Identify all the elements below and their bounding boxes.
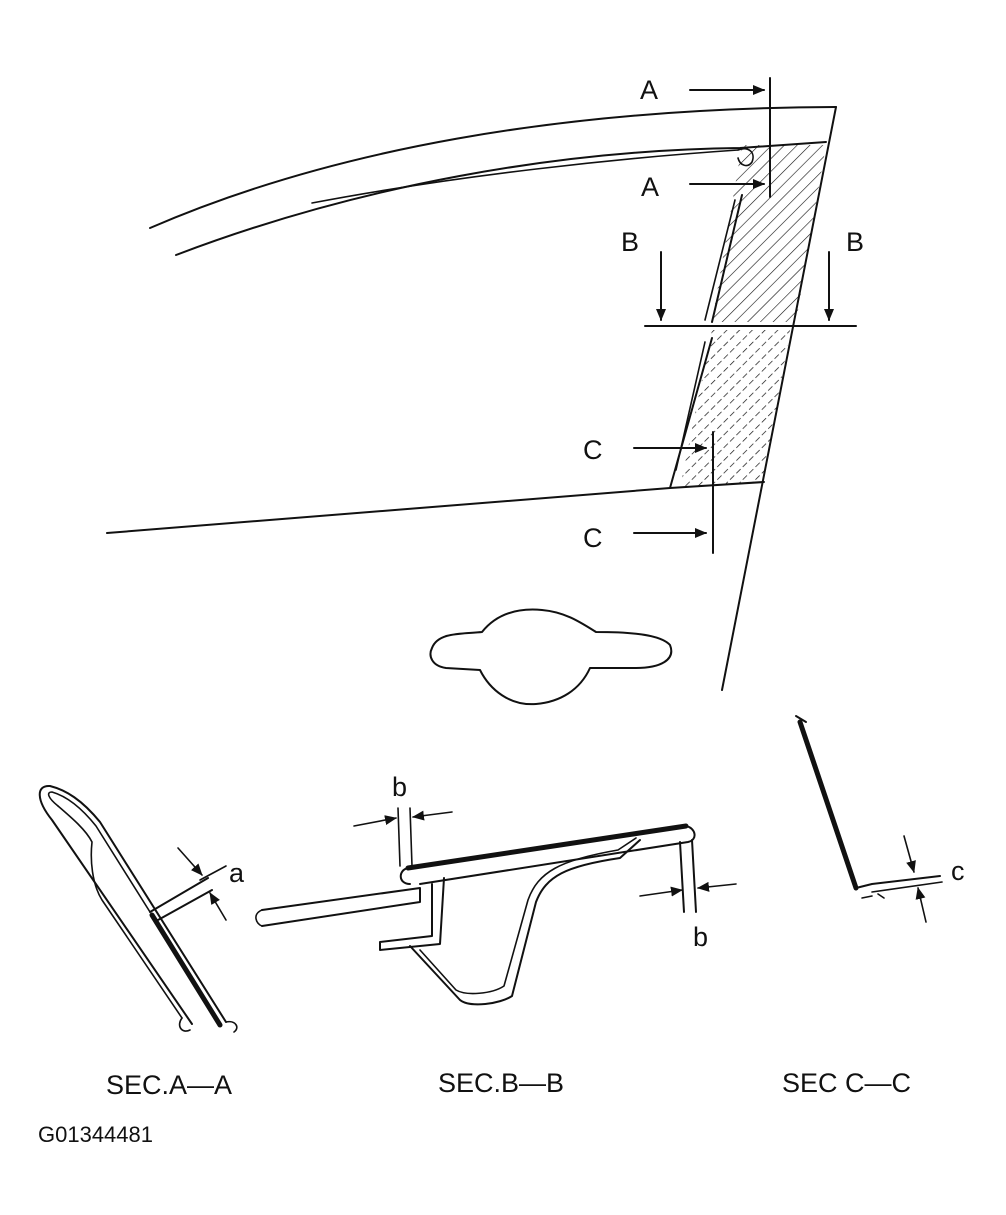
door-rear-edge — [721, 106, 837, 691]
sec-a-bottom-curl-right — [225, 1020, 238, 1033]
sec-a-frame-outer — [38, 784, 227, 1025]
section-c-lower-label: C — [583, 523, 603, 553]
section-c-upper-label: C — [583, 435, 603, 465]
caption-sec-a-a: SEC.A—A — [106, 1070, 232, 1100]
sec-c-panel-tip — [795, 715, 807, 723]
window-frame-outer-line — [149, 106, 837, 229]
sec-b-left-break — [255, 909, 263, 927]
dimension-b-left-arrow-2 — [412, 810, 453, 821]
dimension-c-arrow-top — [903, 835, 916, 873]
dimension-c-extension — [871, 881, 943, 893]
sec-a-frame-return — [47, 791, 151, 913]
dimension-b-right-arrow-1 — [639, 886, 683, 897]
dimension-a-arrow-bottom — [209, 892, 227, 921]
dimension-b-right-arrow-2 — [697, 881, 737, 892]
section-b-right-label: B — [846, 227, 864, 257]
dimension-b-left-ext-1 — [397, 807, 401, 867]
sec-a-frame-inner — [57, 805, 183, 1019]
sec-b-moulding-end-right — [419, 825, 696, 885]
sec-b-right-leg — [679, 839, 697, 913]
dimension-c-label: c — [951, 856, 965, 886]
caption-sec-c-c: SEC C—C — [782, 1068, 911, 1098]
section-a-a-detail: a — [38, 784, 245, 1033]
sec-b-vertical-web — [379, 877, 445, 951]
caption-sec-b-b: SEC.B—B — [438, 1068, 564, 1098]
dimension-b-right-label: b — [693, 922, 708, 952]
sec-b-channel — [409, 839, 641, 1006]
dimension-a-label: a — [229, 858, 245, 888]
dimension-b-left-ext-2 — [409, 807, 413, 867]
section-c-c-detail: c — [795, 715, 965, 923]
dimension-b-left-label: b — [392, 772, 407, 802]
section-b-marker: B B — [621, 227, 864, 327]
door-outline — [106, 106, 837, 706]
sec-a-bottom-curl-left — [178, 1017, 191, 1032]
dimension-a-extension — [199, 865, 227, 881]
sec-b-moulding-thick — [405, 823, 689, 871]
dimension-b-left-arrow-1 — [353, 815, 397, 827]
door-handle — [429, 608, 673, 706]
window-frame-inner-line — [175, 141, 827, 256]
section-a-marker: A A — [640, 75, 771, 202]
sec-c-panel-thick — [797, 719, 859, 891]
section-b-b-detail: b b — [255, 772, 737, 1006]
section-c-marker: C C — [583, 431, 714, 554]
sec-a-glass-thick — [149, 912, 223, 1028]
dimension-c-arrow-bottom — [915, 887, 927, 923]
sec-b-left-flange — [261, 887, 421, 927]
figure-code: G01344481 — [38, 1122, 153, 1147]
belt-line — [106, 481, 765, 534]
moulding-trim-line — [311, 149, 739, 204]
section-a-lower-label: A — [641, 172, 659, 202]
dimension-a-arrow-top — [177, 847, 203, 876]
sec-a-moulding-lip — [149, 877, 213, 921]
sec-b-moulding-end-left — [399, 867, 411, 885]
section-b-left-label: B — [621, 227, 639, 257]
sec-b-channel-inner — [419, 837, 637, 995]
section-a-upper-label: A — [640, 75, 658, 105]
sec-c-bottom-flange — [855, 875, 941, 889]
sec-c-bottom-detail — [861, 893, 885, 899]
